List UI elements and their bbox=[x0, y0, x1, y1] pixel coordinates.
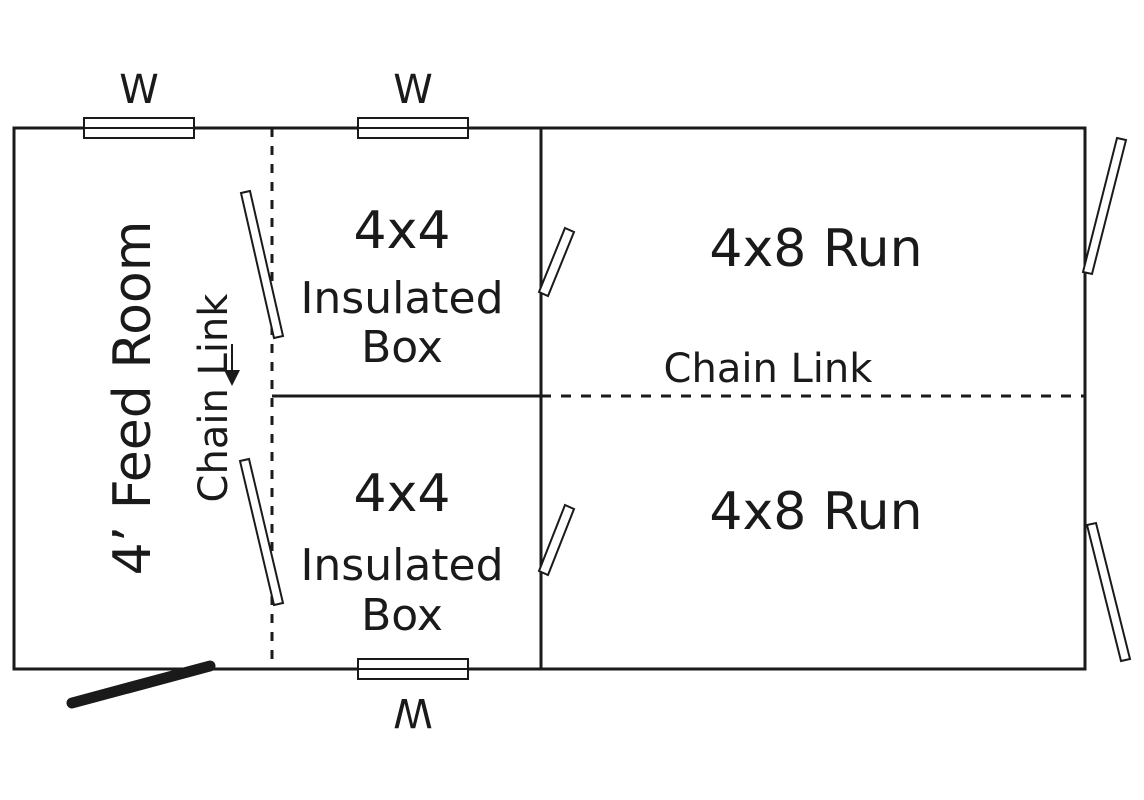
box-bottom-line1: Insulated bbox=[300, 540, 503, 591]
entry-door bbox=[66, 660, 216, 709]
run-bottom-label: 4x8 Run bbox=[709, 482, 922, 542]
window-top-left-label: W bbox=[119, 67, 159, 113]
window-top-left bbox=[83, 117, 195, 139]
door-run-bottom-right bbox=[1085, 521, 1132, 663]
door-box-run-bottom bbox=[537, 503, 576, 577]
chain-link-vertical-label: Chain Link bbox=[191, 293, 237, 503]
window-bottom-label: W bbox=[393, 689, 433, 735]
box-bottom-line2: Box bbox=[361, 590, 443, 641]
box-bottom-size: 4x4 bbox=[354, 464, 451, 524]
door-feed-room-bottom bbox=[238, 457, 285, 607]
window-bottom bbox=[357, 658, 469, 680]
outer-wall bbox=[12, 126, 1087, 671]
run-top-label: 4x8 Run bbox=[709, 219, 922, 279]
door-feed-room-top bbox=[239, 189, 285, 340]
box-top-line1: Insulated bbox=[300, 273, 503, 324]
window-top-middle bbox=[357, 117, 469, 139]
door-box-run-top bbox=[537, 226, 576, 298]
feed-room-label: 4’ Feed Room bbox=[103, 221, 163, 576]
door-run-top-right bbox=[1081, 136, 1128, 276]
window-top-mid-label: W bbox=[393, 67, 433, 113]
box-top-line2: Box bbox=[361, 322, 443, 373]
box-top-size: 4x4 bbox=[354, 201, 451, 261]
chain-link-horizontal-label: Chain Link bbox=[664, 346, 874, 392]
chain-link-arrow-icon bbox=[224, 344, 240, 386]
